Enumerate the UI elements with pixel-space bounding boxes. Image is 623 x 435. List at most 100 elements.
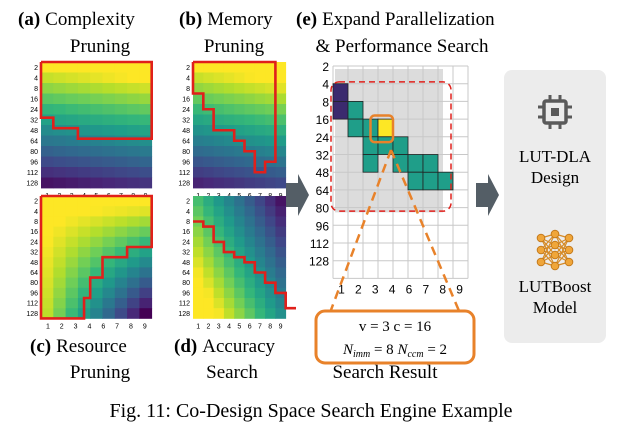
heatmap-cell [53,216,66,227]
y-tick-label: 2 [186,199,190,206]
heatmap-cell [275,196,287,207]
heatmap-cell [65,125,79,136]
pruning-boundary [191,60,277,174]
heatmap-cell [265,72,276,84]
heatmap-cell [114,83,128,94]
heatmap-cell [53,308,66,319]
heatmap-cell [65,216,79,227]
heatmap-cell [254,206,266,217]
heatmap-cell [275,62,287,73]
heatmap-cell [41,236,54,248]
heatmap-cell [203,167,214,178]
heatmap-cell [114,226,128,238]
heatmap-cell [213,216,225,227]
heatmap-cell [265,104,276,115]
heatmap-cell [127,114,140,126]
heatmap-cell [102,236,116,248]
heatmap-cell [114,236,128,248]
heatmap-cell [114,206,128,217]
heatmap-cell [223,104,235,115]
heatmap-cell [65,72,79,84]
heatmap-cell [77,287,91,299]
heatmap-cell [77,125,91,136]
heatmap-cell [223,156,235,168]
y-tick-label: 16 [30,96,38,103]
heatmap-cell [265,247,276,258]
heatmap-cell [193,83,204,94]
heatmap-cell [102,177,116,189]
heatmap-cell [53,156,66,168]
heatmap-cell [77,146,91,157]
heatmap-cell [139,298,153,309]
heatmap-cell [213,156,225,168]
heatmap-cell [90,83,103,94]
y-tick-label: 4 [186,75,190,82]
heatmap-cell [53,206,66,217]
y-tick-label: 4 [34,75,38,82]
heatmap-cell [77,167,91,178]
heatmap-cell [265,196,276,207]
y-tick-label: 128 [178,180,190,187]
nn-node [550,229,560,239]
heatmap-cell [139,247,153,258]
heatmap-cell [223,277,235,289]
heatmap-cell [65,236,79,248]
heatmap-cell [254,236,266,248]
heatmap-cell [127,156,140,168]
heatmap-cell [114,62,128,73]
arrow-right-icon [286,174,309,216]
heatmap-cell [114,135,128,147]
x-tick-label: 7 [258,323,262,330]
y-tick-label: 112 [27,301,38,308]
heatmap-cell [193,93,204,105]
result-cell [422,171,439,191]
pruning-boundary [39,194,153,320]
heatmap-cell [275,236,287,248]
result-cell [392,136,409,155]
heatmap-cell [41,216,54,227]
heatmap-cell [193,62,204,73]
heatmap-cell [114,298,128,309]
heatmap-cell [193,125,204,136]
y-tick-label: 80 [182,280,190,287]
heatmap-cell [127,196,140,207]
heatmap-cell [203,62,214,73]
heatmap-cell [213,83,225,94]
heatmap-cell [65,156,79,168]
heatmap-cell [41,298,54,309]
heatmap-cell [90,277,103,289]
heatmap-cell [193,196,204,207]
arrow-right-icon [476,174,499,216]
heatmap-cell [114,114,128,126]
y-tick-label: 2 [34,199,38,206]
heatmap-cell [193,247,204,258]
heatmap-cell [265,308,276,319]
heatmap-cell [223,83,235,94]
heatmap-cell [139,156,153,168]
heatmap-cell [127,216,140,227]
y-tick-label: 48 [316,166,330,180]
heatmap-cell [203,216,214,227]
panel-a-subtitle: Pruning [70,36,131,57]
pruning-boundary [39,60,153,140]
y-tick-label: 112 [27,170,38,177]
nn-node [550,240,560,250]
heatmap-cell [223,167,235,178]
heatmap-cell [213,72,225,84]
heatmap-cell [127,226,140,238]
heatmap-cell [41,267,54,278]
heatmap-cell [90,93,103,105]
heatmap-cell [275,226,287,238]
panel-b-title: (b)Memory [179,9,273,30]
heatmap-cell [139,83,153,94]
heatmap-cell [65,247,79,258]
heatmap-cell [53,62,66,73]
y-tick-label: 80 [182,149,190,156]
heatmap-cell [139,226,153,238]
heatmap-cell [234,226,245,238]
heatmap-cell [223,216,235,227]
pruning-boundary [193,220,296,310]
x-tick-label: 6 [248,323,252,330]
heatmap-cell [90,206,103,217]
